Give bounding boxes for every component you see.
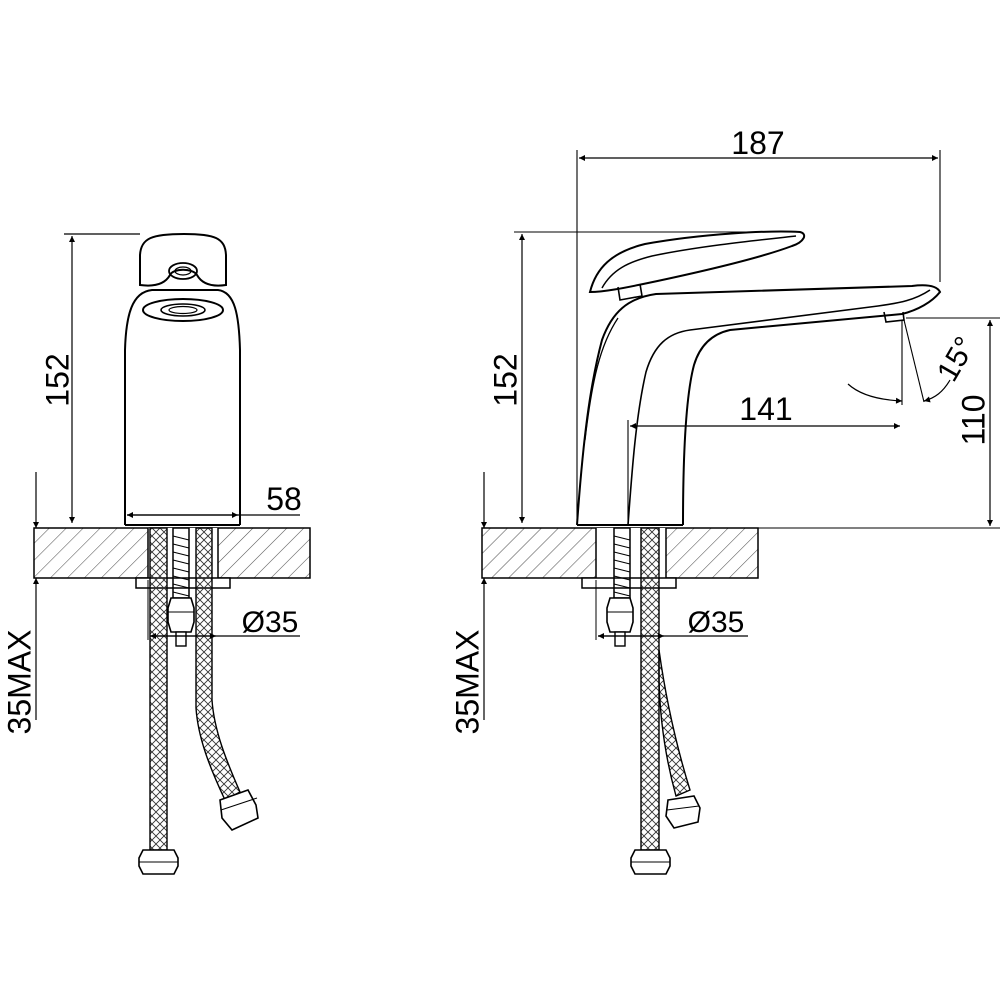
front-faucet-body <box>124 289 241 526</box>
front-height-dimension: 152 <box>39 233 140 523</box>
side-spout-height-label: 110 <box>955 394 991 445</box>
front-deck-label: 35MAX <box>1 630 37 735</box>
side-view: 187 152 141 110 15° <box>449 125 1000 875</box>
front-hose-left <box>138 527 179 875</box>
front-countertop <box>33 527 311 589</box>
side-hole-label: Ø35 <box>688 606 745 639</box>
side-length-label: 187 <box>731 125 784 161</box>
front-width-dimension: 58 <box>127 481 302 518</box>
side-reach-dimension: 141 <box>627 391 900 525</box>
side-reach-label: 141 <box>739 391 792 427</box>
front-hole-label: Ø35 <box>242 606 299 639</box>
front-height-label: 152 <box>39 353 75 406</box>
side-faucet-body <box>576 284 942 526</box>
side-hose-back <box>658 649 701 829</box>
front-hose-right <box>195 527 259 831</box>
side-angle-label: 15° <box>931 331 982 387</box>
side-height-dimension: 152 <box>487 231 800 523</box>
side-hose-front <box>630 527 671 875</box>
front-handle <box>139 232 227 287</box>
front-mounting-rod <box>167 527 195 647</box>
side-length-dimension: 187 <box>576 125 941 520</box>
front-view: 152 58 Ø35 35MAX <box>1 232 311 875</box>
front-width-label: 58 <box>266 481 302 517</box>
side-height-label: 152 <box>487 353 523 406</box>
side-deck-dimension: 35MAX <box>449 472 487 735</box>
side-deck-label: 35MAX <box>449 630 485 735</box>
side-angle-dimension: 15° <box>847 319 982 405</box>
front-hole-dimension: Ø35 <box>147 580 300 640</box>
front-deck-dimension: 35MAX <box>1 472 39 735</box>
side-spout-height-dimension: 110 <box>683 317 1000 529</box>
side-mounting-rod <box>606 527 634 647</box>
side-handle <box>588 230 806 301</box>
side-hole-dimension: Ø35 <box>595 580 748 640</box>
